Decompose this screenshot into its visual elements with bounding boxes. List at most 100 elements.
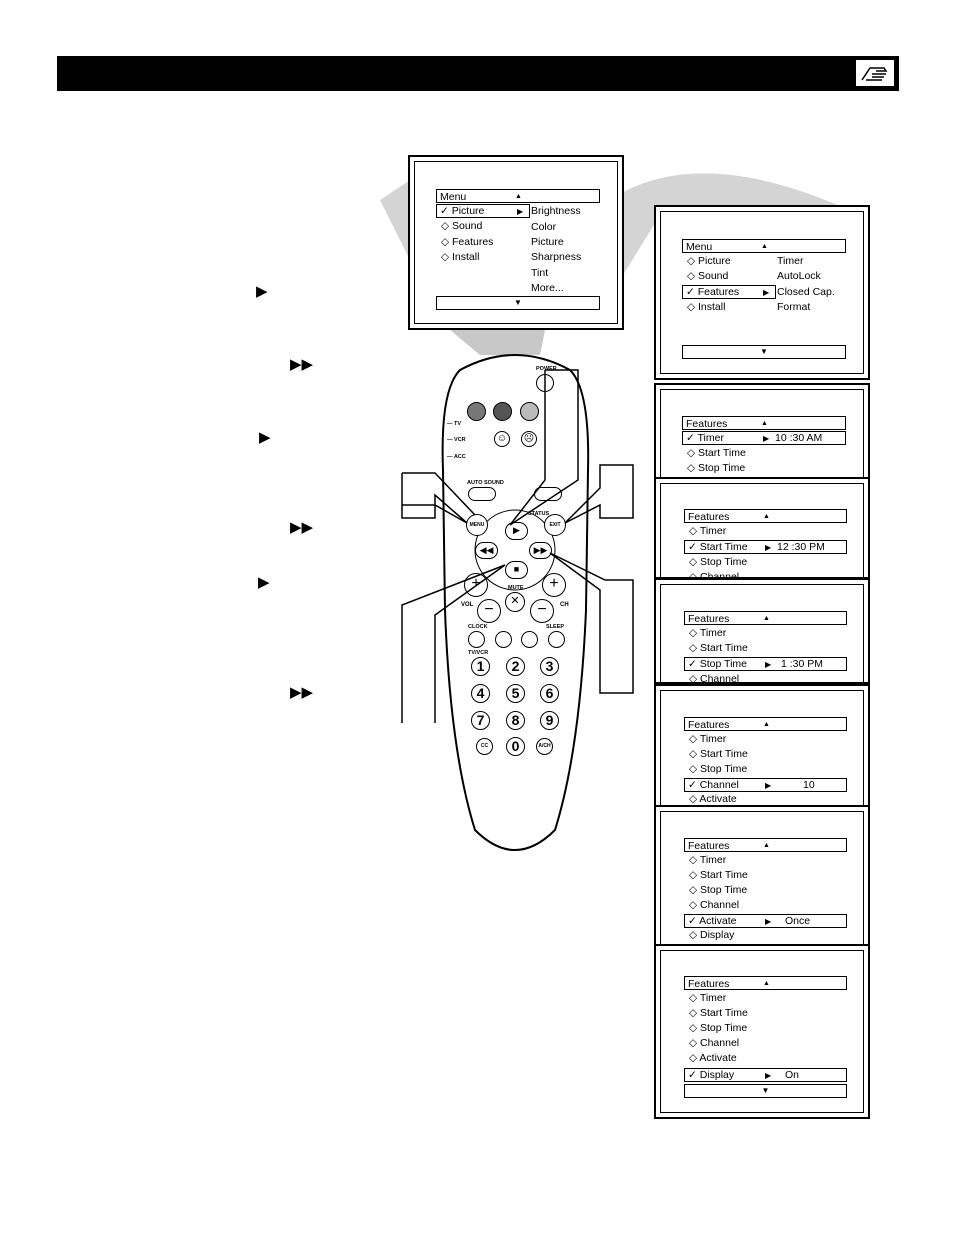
display-value: On [785, 1069, 800, 1081]
channel-row-selected[interactable]: ✓ Channel▶10 [684, 778, 847, 792]
display-item[interactable]: ◇ Display [689, 929, 735, 941]
menu-item-features-selected[interactable]: ✓ Features▶ [682, 285, 776, 299]
menu-item-picture-selected[interactable]: ✓ Picture▶ [436, 204, 530, 218]
alt-channel-button[interactable]: A/CH [536, 738, 553, 755]
tvvcr-label: TV/VCR [468, 650, 489, 656]
color-button-2[interactable] [493, 402, 512, 421]
exit-button[interactable]: EXIT [544, 514, 566, 536]
start-time-item[interactable]: ◇ Start Time [689, 748, 748, 760]
ch-up-button[interactable]: + [542, 573, 566, 597]
screen-activate: Features▲ ◇ Timer ◇ Start Time ◇ Stop Ti… [654, 805, 870, 948]
menu-item-install[interactable]: ◇ Install [687, 301, 726, 313]
digit-7-button[interactable]: 7 [471, 711, 490, 730]
menu-item-install[interactable]: ◇ Install [441, 251, 480, 263]
digit-0-button[interactable]: 0 [506, 737, 525, 756]
digit-1-button[interactable]: 1 [471, 657, 490, 676]
timer-item[interactable]: ◇ Timer [689, 854, 727, 866]
clock-button[interactable] [468, 631, 485, 648]
step-arrow-double: ▶▶ [290, 519, 314, 536]
stop-time-item[interactable]: ◇ Stop Time [689, 556, 748, 568]
submenu-tint[interactable]: Tint [531, 267, 549, 279]
activate-row-selected[interactable]: ✓ Activate▶Once [684, 914, 847, 928]
step-arrow-double: ▶▶ [290, 684, 314, 701]
stop-time-item[interactable]: ◇ Stop Time [687, 462, 746, 474]
submenu-brightness[interactable]: Brightness [531, 205, 581, 217]
menu-item-sound[interactable]: ◇ Sound [441, 220, 483, 232]
submenu-timer[interactable]: Timer [777, 255, 804, 267]
screen-menu-features: Menu▲ ◇ Picture ◇ Sound ✓ Features▶ ◇ In… [654, 205, 870, 380]
features-title: Features▲ [682, 416, 846, 430]
pointing-hand-icon [854, 58, 896, 88]
status-label: STATUS [528, 511, 550, 517]
digit-8-button[interactable]: 8 [506, 711, 525, 730]
smart-picture-icon[interactable]: ☺ [494, 431, 510, 447]
step-arrow-right: ▶ [259, 429, 271, 446]
stop-time-item[interactable]: ◇ Stop Time [689, 884, 748, 896]
menu-item-features[interactable]: ◇ Features [441, 236, 494, 248]
digit-5-button[interactable]: 5 [506, 684, 525, 703]
header-bar [57, 56, 899, 91]
channel-item[interactable]: ◇ Channel [689, 571, 740, 579]
screen-display: Features▲ ◇ Timer ◇ Start Time ◇ Stop Ti… [654, 944, 870, 1119]
vol-down-button[interactable]: − [477, 599, 501, 623]
menu-footer-down-icon: ▼ [684, 1084, 847, 1098]
start-time-value: 12 :30 PM [777, 541, 825, 553]
cursor-right-button[interactable]: ▶ [505, 522, 528, 540]
submenu-picture[interactable]: Picture [531, 236, 564, 248]
activate-item[interactable]: ◇ Activate [689, 1052, 737, 1064]
color-button-1[interactable] [467, 402, 486, 421]
cursor-left-button[interactable]: ◀◀ [475, 542, 498, 559]
timer-item[interactable]: ◇ Timer [689, 733, 727, 745]
submenu-closed-cap[interactable]: Closed Cap. [777, 286, 835, 298]
mute-button[interactable]: ✕ [505, 592, 525, 612]
digit-6-button[interactable]: 6 [540, 684, 559, 703]
channel-item[interactable]: ◇ Channel [689, 1037, 740, 1049]
display-row-selected[interactable]: ✓ Display▶On [684, 1068, 847, 1082]
sleep-button[interactable] [548, 631, 565, 648]
timer-value: 10 :30 AM [775, 432, 823, 444]
submenu-autolock[interactable]: AutoLock [777, 270, 821, 282]
stop-time-item[interactable]: ◇ Stop Time [689, 763, 748, 775]
digit-2-button[interactable]: 2 [506, 657, 525, 676]
timer-item[interactable]: ◇ Timer [689, 525, 727, 537]
cc-button[interactable]: CC [476, 738, 493, 755]
menu-title: Menu▲ [682, 239, 846, 253]
timer-item[interactable]: ◇ Timer [689, 627, 727, 639]
channel-item[interactable]: ◇ Channel [689, 673, 740, 684]
light-beam-graphic [380, 173, 860, 355]
menu-item-picture[interactable]: ◇ Picture [687, 255, 731, 267]
menu-button[interactable]: MENU [466, 514, 488, 536]
features-title: Features▲ [684, 976, 847, 990]
smart-sound-icon[interactable]: ☹ [521, 431, 537, 447]
power-label: POWER [536, 366, 557, 372]
menu-footer-down-icon: ▼ [682, 345, 846, 359]
submenu-sharpness[interactable]: Sharpness [531, 251, 582, 263]
ch-down-button[interactable]: − [530, 599, 554, 623]
submenu-format[interactable]: Format [777, 301, 811, 313]
digit-3-button[interactable]: 3 [540, 657, 559, 676]
stop-time-item[interactable]: ◇ Stop Time [689, 1022, 748, 1034]
channel-value: 10 [803, 779, 815, 791]
start-time-item[interactable]: ◇ Start Time [689, 642, 748, 654]
color-button-3[interactable] [520, 402, 539, 421]
activate-value: Once [785, 915, 811, 927]
digit-9-button[interactable]: 9 [540, 711, 559, 730]
submenu-color[interactable]: Color [531, 221, 557, 233]
start-time-item[interactable]: ◇ Start Time [689, 869, 748, 881]
fast-forward-button[interactable]: ▶▶ [529, 542, 552, 559]
start-time-item[interactable]: ◇ Start Time [687, 447, 746, 459]
stop-button[interactable]: ■ [505, 561, 528, 579]
activate-item[interactable]: ◇ Activate [689, 793, 737, 805]
submenu-more[interactable]: More... [531, 282, 564, 294]
pause-button[interactable] [521, 631, 538, 648]
timer-item[interactable]: ◇ Timer [689, 992, 727, 1004]
menu-item-sound[interactable]: ◇ Sound [687, 270, 729, 282]
stop-time-row-selected[interactable]: ✓ Stop Time▶1 :30 PM [684, 657, 847, 671]
start-time-row-selected[interactable]: ✓ Start Time▶12 :30 PM [684, 540, 847, 554]
start-time-item[interactable]: ◇ Start Time [689, 1007, 748, 1019]
auto-sound-button[interactable] [468, 487, 496, 501]
channel-item[interactable]: ◇ Channel [689, 899, 740, 911]
timer-row-selected[interactable]: ✓ Timer▶10 :30 AM [682, 431, 846, 445]
digit-4-button[interactable]: 4 [471, 684, 490, 703]
record-button[interactable] [495, 631, 512, 648]
